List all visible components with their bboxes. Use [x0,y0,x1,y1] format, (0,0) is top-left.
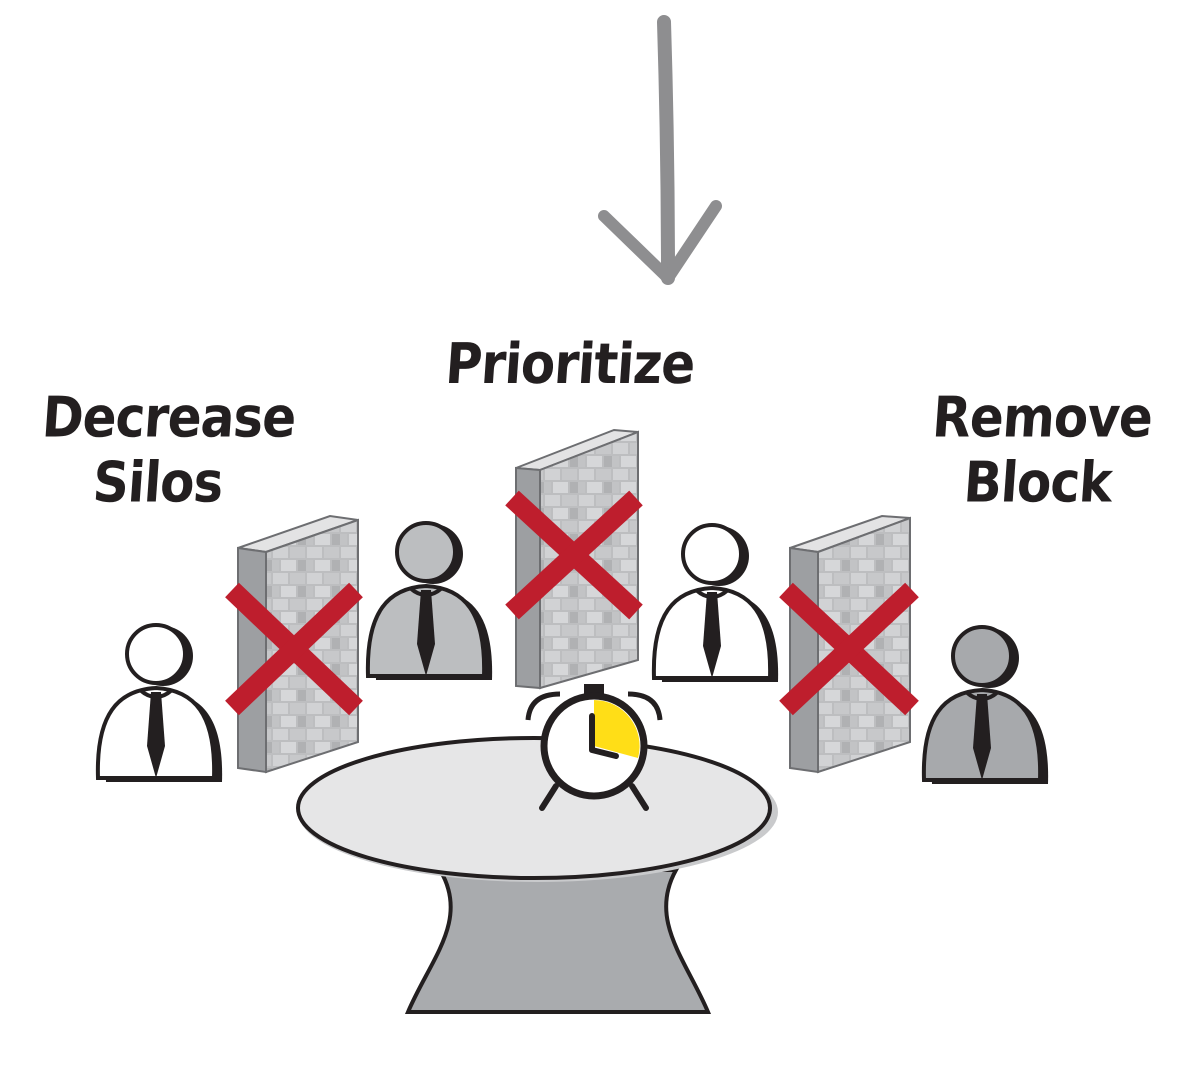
red-x-icon [505,490,643,620]
label-remove-line1: Remove [930,385,1155,450]
label-remove-block: Remove Block [915,385,1164,515]
red-x-icon [779,582,919,716]
label-prioritize: Prioritize [443,331,697,397]
person-icon [921,625,1051,786]
down-arrow-icon [598,15,722,285]
person-icon [365,521,495,682]
label-decrease-silos: Decrease Silos [35,385,298,515]
round-table-icon [296,736,778,1014]
label-decrease-line1: Decrease [40,385,298,450]
person-icon [651,523,781,684]
label-decrease-line2: Silos [90,450,225,515]
alarm-clock-icon [525,684,663,811]
red-x-icon [225,582,363,716]
person-icon [95,623,225,784]
label-remove-line2: Block [961,450,1114,515]
